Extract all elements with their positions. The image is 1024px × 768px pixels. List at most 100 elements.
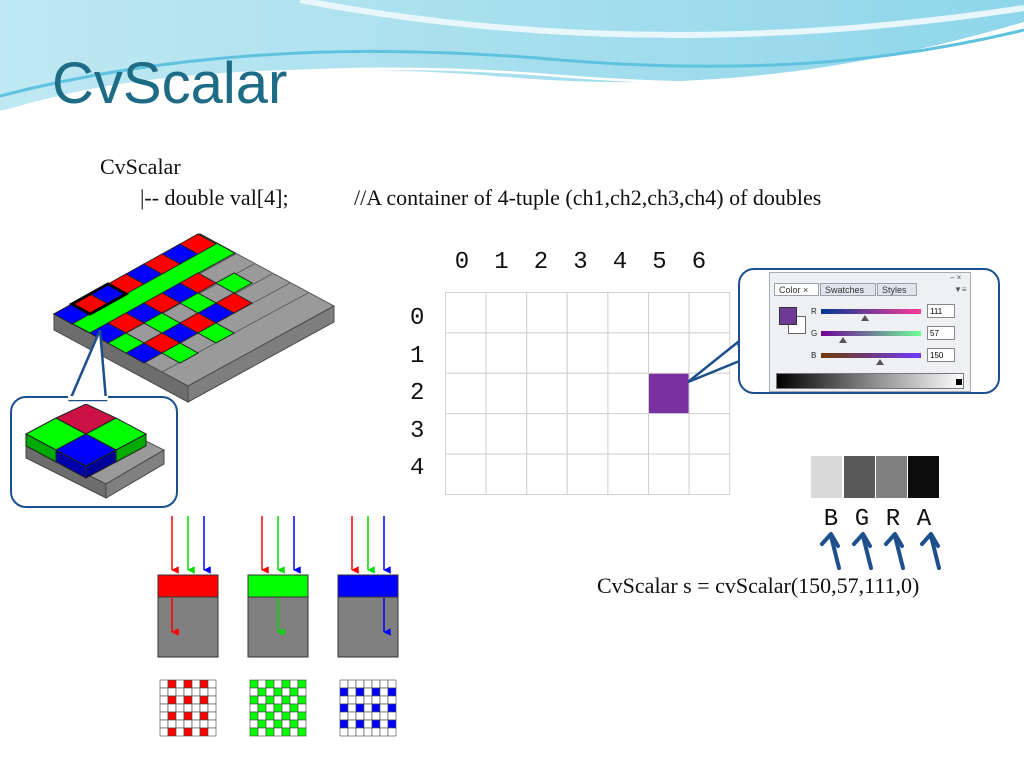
grid-cell — [648, 453, 690, 496]
tab-color-label: Color — [779, 285, 801, 295]
red-slider-track[interactable] — [821, 309, 921, 314]
channel-label-g: G — [854, 506, 870, 533]
channel-swatch-a — [908, 456, 939, 498]
grid-cell — [485, 292, 528, 334]
tab-styles[interactable]: Styles — [877, 283, 917, 296]
grid-cell — [445, 413, 487, 455]
grid-cell — [526, 372, 568, 415]
background-waves — [0, 0, 1024, 114]
green-slider-track[interactable] — [821, 331, 921, 336]
column-label-6: 6 — [691, 249, 707, 276]
cvscalar-example-code: CvScalar s = cvScalar(150,57,111,0) — [597, 573, 920, 598]
column-label-4: 4 — [612, 249, 628, 276]
channel-label-r: R — [885, 506, 901, 533]
tab-color[interactable]: Color × — [774, 283, 819, 296]
code-line-comment: //A container of 4-tuple (ch1,ch2,ch3,ch… — [354, 185, 822, 210]
grid-cell — [688, 453, 731, 496]
grid-cell — [648, 332, 690, 374]
grid-cell — [607, 453, 649, 496]
channel-swatch-r — [876, 456, 907, 498]
code-line-type: CvScalar — [100, 154, 181, 179]
grid-cell — [526, 453, 568, 496]
grid-cell — [485, 453, 528, 496]
arrow-r-icon — [893, 534, 905, 570]
blue-filter-diagram — [337, 516, 399, 658]
green-value-input[interactable]: 57 — [927, 326, 955, 340]
grid-cell — [648, 413, 690, 455]
grid-cell — [566, 292, 609, 334]
blue-channel-label: B — [811, 351, 817, 360]
row-label-1: 1 — [410, 342, 425, 370]
grid-cell — [485, 372, 528, 415]
row-label-2: 2 — [410, 380, 425, 407]
grid-cell — [607, 292, 649, 334]
column-label-3: 3 — [573, 249, 588, 276]
panel-minimize-icon[interactable]: – × — [950, 273, 962, 282]
grid-cell — [688, 413, 731, 455]
green-filter-diagram — [247, 516, 309, 658]
red-channel-mosaic — [159, 679, 217, 737]
column-label-0: 0 — [454, 249, 470, 276]
arrow-b-icon — [829, 534, 841, 570]
grid-cell — [566, 372, 609, 415]
grid-cell — [607, 372, 649, 415]
blue-channel-mosaic — [339, 679, 397, 737]
red-value-input[interactable]: 111 — [927, 304, 955, 318]
code-line-member: |-- double val[4]; — [140, 185, 289, 210]
grid-cell — [526, 292, 568, 334]
red-filter-diagram — [157, 516, 219, 658]
grid-row-labels: 0 1 2 3 4 — [0, 0, 424, 482]
column-label-1: 1 — [494, 249, 509, 276]
blue-value-input[interactable]: 150 — [927, 348, 955, 362]
grid-cell — [445, 292, 487, 334]
grid-cell — [688, 292, 731, 334]
panel-menu-icon[interactable]: ▼≡ — [954, 285, 967, 294]
grid-cell — [445, 332, 487, 374]
row-label-4: 4 — [410, 455, 425, 482]
channel-label-b: B — [823, 506, 839, 533]
grid-cell — [607, 332, 649, 374]
bayer-mosaic-illustration — [52, 233, 336, 403]
grid-cell — [648, 292, 690, 334]
color-spectrum-ramp[interactable] — [776, 373, 964, 389]
channel-order-arrows — [820, 532, 941, 570]
close-tab-icon[interactable]: × — [803, 285, 809, 295]
channel-swatch-b — [811, 456, 842, 498]
channel-label-a: A — [916, 506, 932, 533]
tab-swatches[interactable]: Swatches — [820, 283, 876, 296]
color-filter-diagrams — [157, 516, 399, 737]
arrow-g-icon — [861, 534, 873, 570]
grid-cell — [526, 332, 568, 374]
green-channel-mosaic — [249, 679, 307, 737]
column-label-5: 5 — [652, 249, 667, 276]
row-label-0: 0 — [410, 305, 425, 332]
callout-pointer — [68, 330, 108, 402]
zoomed-bayer-cell-illustration — [24, 404, 166, 499]
foreground-color-swatch[interactable] — [779, 307, 797, 325]
black-swatch-icon[interactable] — [956, 379, 962, 385]
grid-cell — [566, 332, 609, 374]
color-picker-panel: Color × Swatches Styles – × ▼≡ R 111 G 5… — [769, 272, 971, 392]
grid-cell — [485, 413, 528, 455]
grid-cell — [445, 372, 487, 415]
channel-swatch-g — [844, 456, 875, 498]
grid-cell — [607, 413, 649, 455]
green-slider-thumb[interactable] — [839, 337, 848, 343]
red-channel-label: R — [811, 307, 817, 316]
grid-cell — [445, 453, 487, 496]
slide-title: CvScalar — [52, 51, 288, 116]
green-channel-label: G — [811, 329, 818, 338]
grid-cell — [566, 413, 609, 455]
grid-cell — [526, 413, 568, 455]
pixel-grid — [445, 292, 731, 496]
column-label-2: 2 — [533, 249, 549, 276]
grid-cell — [485, 332, 528, 374]
red-slider-thumb[interactable] — [860, 315, 869, 321]
blue-slider-track[interactable] — [821, 353, 921, 358]
row-label-3: 3 — [410, 417, 425, 445]
blue-slider-thumb[interactable] — [875, 359, 884, 365]
grid-cell — [566, 453, 609, 496]
arrow-a-icon — [929, 534, 941, 570]
